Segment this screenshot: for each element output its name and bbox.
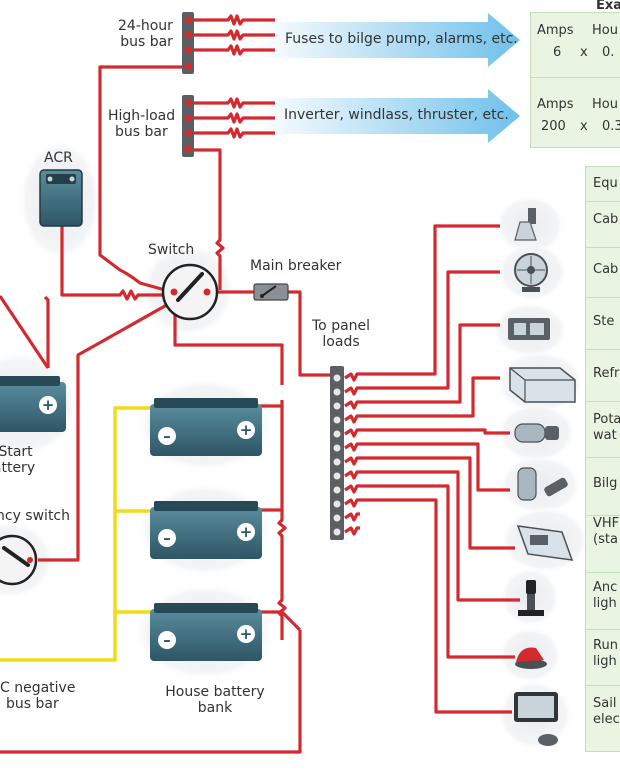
label-line: bank	[197, 700, 233, 717]
main-breaker	[253, 283, 289, 301]
row1-amps-value: 6	[553, 45, 562, 60]
bus-bar-24hour	[182, 12, 194, 74]
house-battery-2: – +	[150, 501, 262, 559]
row2-header-amps: Amps	[537, 97, 574, 112]
label-start-battery: Start battery	[0, 444, 35, 476]
house-battery-3: – +	[150, 603, 262, 661]
arrow-fuses	[255, 13, 520, 67]
row1-hours-value: 0.	[602, 45, 615, 60]
cabin-light-icon	[514, 208, 537, 241]
label-to-panel: To panel loads	[312, 318, 370, 350]
electronics-display-icon	[514, 692, 558, 746]
arrow-fuses-label: Fuses to bilge pump, alarms, etc.	[285, 31, 518, 47]
svg-text:–: –	[163, 427, 171, 445]
equipment-item: Bilg	[593, 476, 618, 491]
label-acr: ACR	[44, 150, 73, 166]
row2-header-hours: Hou	[592, 97, 618, 112]
label-line: 24-hour	[118, 18, 173, 34]
water-pump-icon	[514, 423, 559, 443]
house-battery-1: – +	[150, 398, 262, 456]
label-line: High-load	[108, 108, 176, 124]
arrow-inverter	[255, 89, 520, 143]
equipment-item-line: ligh	[593, 653, 617, 669]
svg-text:–: –	[163, 529, 171, 547]
svg-text:–: –	[163, 631, 171, 649]
emergency-switch	[0, 534, 38, 586]
equipment-item-line: Run	[593, 638, 618, 653]
svg-text:+: +	[240, 625, 253, 643]
label-high-load-bus: High-load bus bar	[108, 108, 175, 140]
label-24hour-bus: 24-hour bus bar	[118, 18, 173, 50]
equipment-item: Refr	[593, 366, 620, 381]
start-battery: +	[0, 376, 66, 432]
label-dc-negative-bus: C negative bus bar	[0, 680, 75, 712]
acr-device	[39, 169, 83, 227]
label-line: bus bar	[115, 124, 168, 141]
label-switch: Switch	[148, 242, 195, 258]
panel-bus-bar	[330, 366, 344, 540]
equipment-item: Cab	[593, 262, 619, 277]
equipment-item-line: Sail	[593, 696, 617, 711]
stereo-icon	[508, 318, 550, 340]
equipment-item-line: wat	[593, 427, 617, 443]
red-wiring	[0, 14, 520, 754]
equipment-item-line: ligh	[593, 595, 617, 611]
fan-icon	[514, 253, 548, 292]
svg-text:+: +	[42, 396, 55, 414]
svg-text:+: +	[240, 421, 253, 439]
equipment-item-line: Anc	[593, 580, 618, 595]
bilge-pump-icon	[517, 467, 568, 501]
equipment-table	[585, 166, 620, 752]
label-line: C negative	[0, 680, 76, 696]
label-line: battery	[0, 460, 36, 477]
arrow-inverter-label: Inverter, windlass, thruster, etc.	[284, 107, 509, 123]
equipment-header: Equ	[593, 176, 618, 191]
label-house-battery-bank: House battery bank	[160, 684, 270, 716]
equipment-item: Cab	[593, 212, 619, 227]
equipment-item: Ste	[593, 314, 615, 329]
label-line: House battery	[165, 684, 265, 700]
equipment-item-line: Pota	[593, 412, 620, 427]
battery-switch	[161, 263, 219, 321]
label-line: bus bar	[120, 34, 173, 51]
row1-header-hours: Hou	[592, 23, 618, 38]
equipment-item-line: (sta	[593, 531, 618, 547]
refrigerator-icon	[509, 367, 576, 403]
label-line: loads	[322, 334, 360, 351]
anchor-light-icon	[518, 580, 544, 616]
example-table-top	[530, 12, 620, 148]
equipment-item: VHF(sta	[593, 516, 619, 547]
equipment-item-line: elec	[593, 711, 620, 727]
label-emergency-switch: ncy switch	[0, 508, 70, 524]
running-light-icon	[515, 647, 547, 669]
row1-header-amps: Amps	[537, 23, 574, 38]
row2-hours-value: 0.3	[602, 119, 620, 134]
row2-amps-value: 200	[541, 119, 566, 134]
example-table-header: Exam	[596, 0, 620, 13]
svg-text:+: +	[240, 523, 253, 541]
label-line: bus bar	[6, 696, 59, 713]
equipment-item-line: VHF	[593, 516, 620, 531]
row1-times: x	[580, 45, 588, 60]
bus-bar-high-load	[182, 95, 194, 157]
row2-times: x	[580, 119, 588, 134]
vhf-radio-icon	[516, 525, 574, 561]
label-line: To panel	[312, 318, 371, 334]
label-line: Start	[0, 444, 33, 460]
label-main-breaker: Main breaker	[250, 258, 342, 274]
